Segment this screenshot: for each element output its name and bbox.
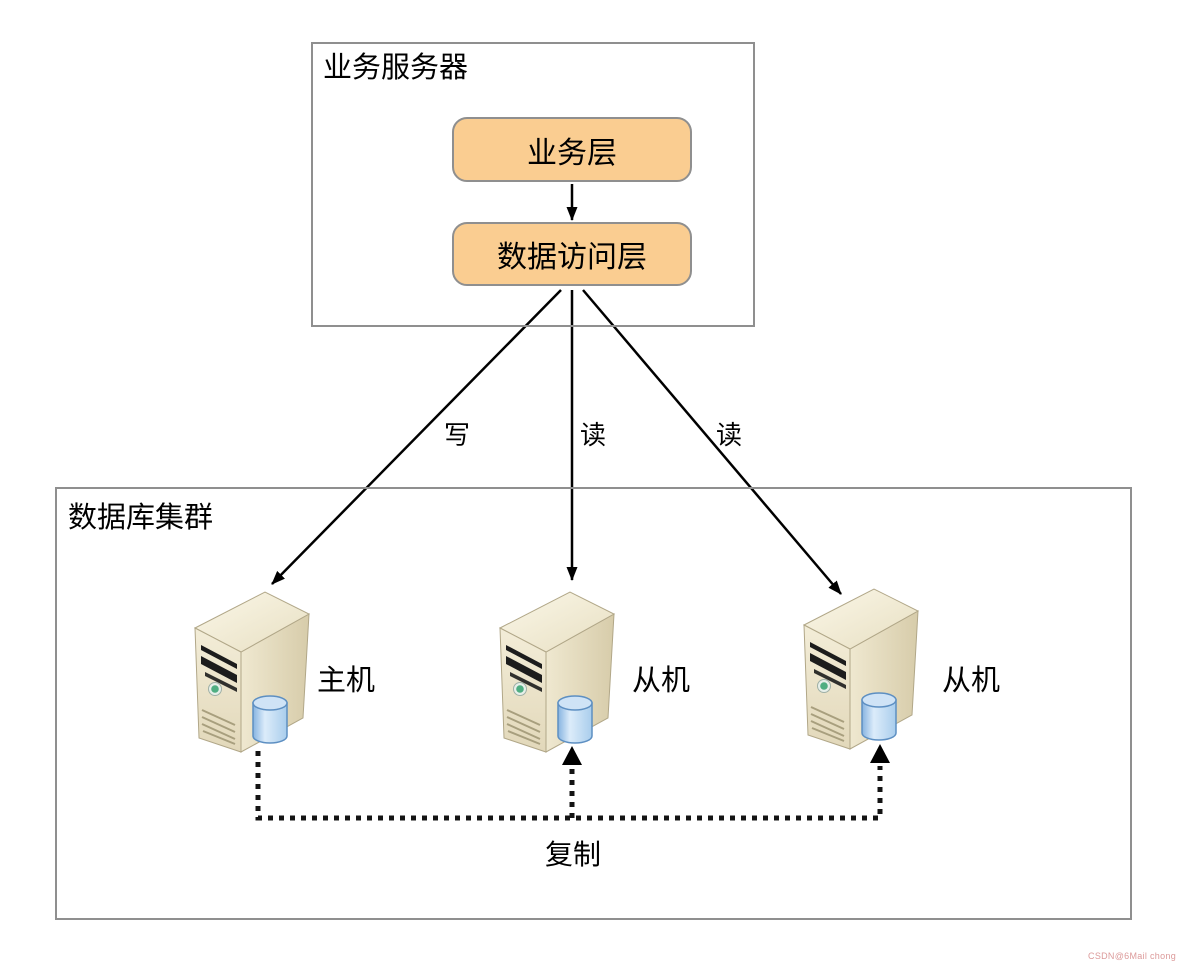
node-business-layer-label: 业务层 [527, 136, 617, 170]
business-server-box [311, 42, 755, 327]
server-slave2-icon [800, 583, 930, 758]
edge-label-read-2: 读 [716, 420, 743, 450]
business-server-title: 业务服务器 [323, 52, 469, 84]
node-business-layer: 业务层 [452, 117, 692, 182]
server-master-label: 主机 [317, 665, 376, 697]
database-cluster-box [55, 487, 1132, 920]
server-slave1-label: 从机 [632, 665, 691, 697]
node-data-access-layer-label: 数据访问层 [497, 241, 647, 274]
edge-label-read-1: 读 [580, 420, 607, 450]
database-cluster-title: 数据库集群 [68, 502, 214, 534]
edge-label-replicate: 复制 [545, 839, 602, 870]
server-slave2-label: 从机 [942, 665, 1001, 697]
server-slave1-icon [496, 586, 626, 761]
server-master-icon [191, 586, 321, 761]
node-data-access-layer: 数据访问层 [452, 222, 692, 286]
edge-label-write: 写 [444, 420, 471, 450]
csdn-watermark: CSDN@6Mail chong [1088, 951, 1176, 961]
